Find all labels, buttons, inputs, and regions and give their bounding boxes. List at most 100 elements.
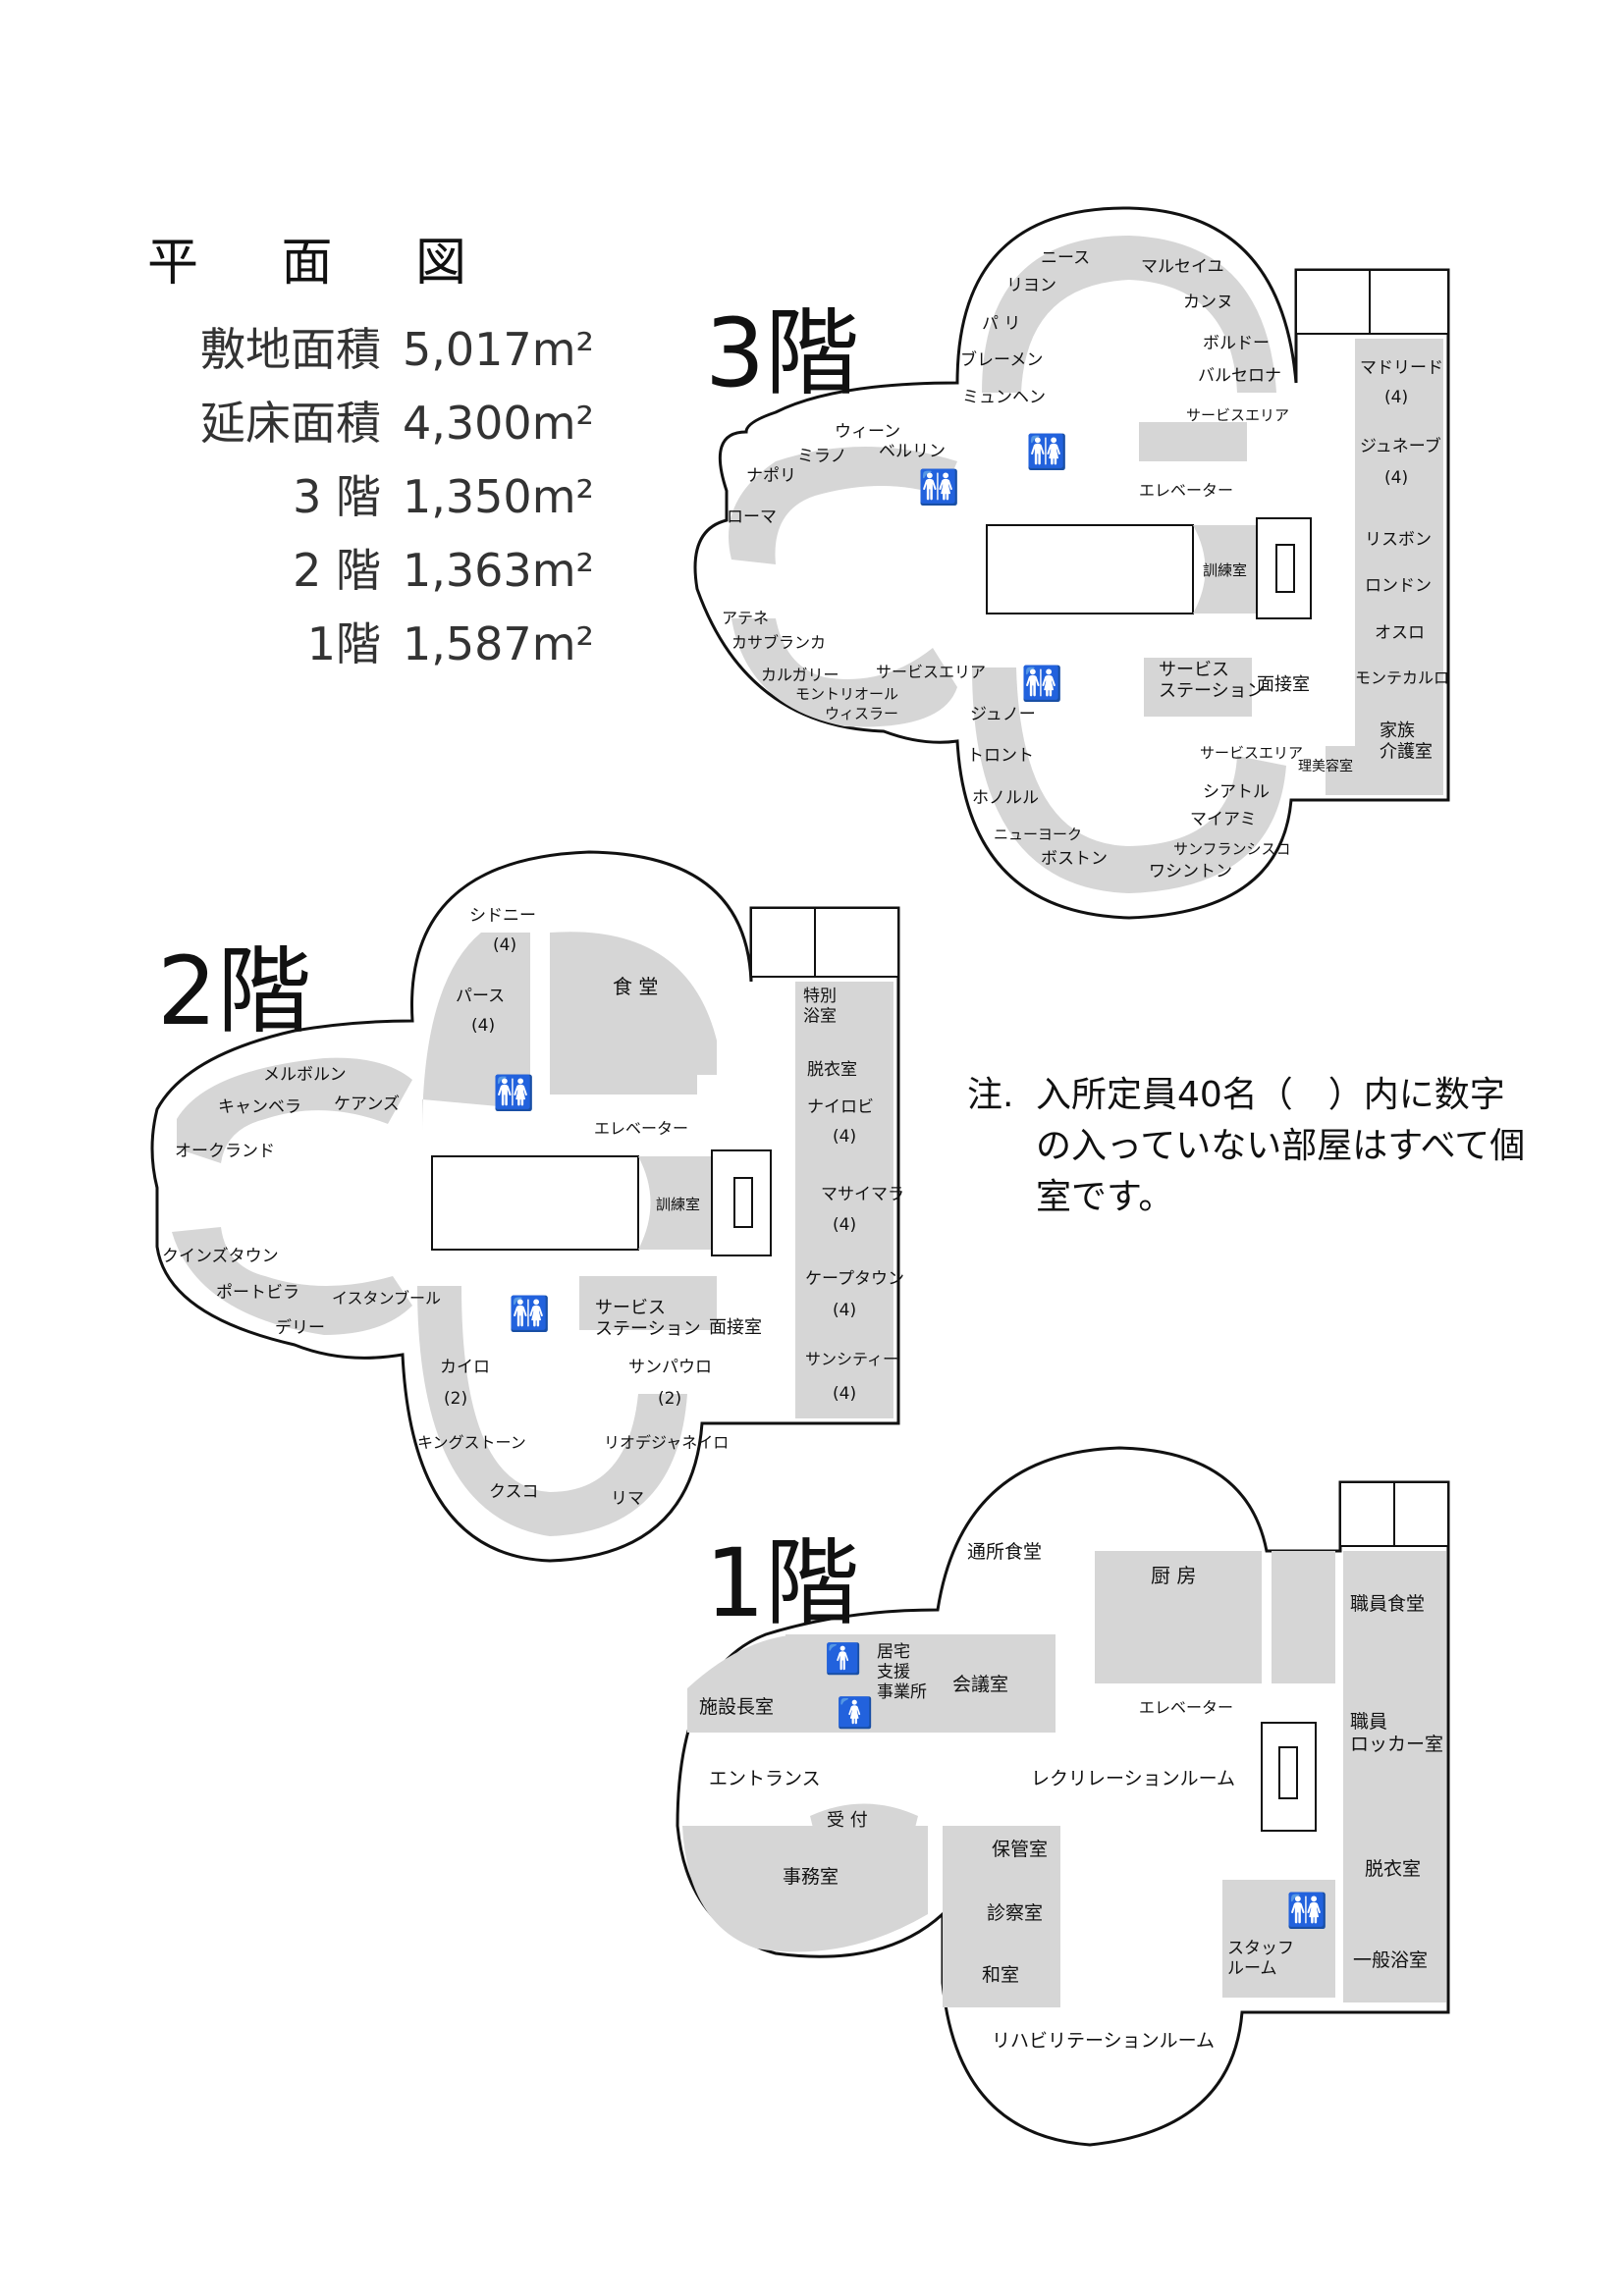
floor2-title: 2階	[157, 936, 312, 1046]
floor2-interview-room: 面接室	[709, 1317, 762, 1338]
room-roma: ローマ	[727, 507, 777, 527]
floor1-rehab-room: リハビリテーションルーム	[992, 2030, 1215, 2052]
room-milan: ミラノ	[797, 447, 847, 466]
area-value: 4,300m²	[403, 397, 594, 450]
room-staff-locker: 職員ロッカー室	[1350, 1711, 1443, 1755]
room-masaimara: マサイマラ	[821, 1185, 904, 1204]
floor2-elevator: エレベーター	[594, 1119, 688, 1138]
floor3-title: 3階	[705, 298, 860, 408]
room-geneva: ジュネーブ	[1360, 436, 1441, 456]
floor2-plan: 🚻 🚻 シドニー (4) パース (4) 食 堂 特別浴室 脱衣室 メルボルン …	[150, 850, 904, 1563]
floor1-entrance: エントランス	[709, 1768, 821, 1789]
room-service-area-right: サービスエリア	[1200, 744, 1303, 762]
floor3-toilet-icon-west: 🚻	[918, 468, 959, 507]
floor3-family-care: 家族介護室	[1380, 721, 1433, 763]
room-calgary: カルガリー	[761, 666, 839, 684]
room-cairns: ケアンズ	[334, 1095, 400, 1114]
room-cannes: カンヌ	[1183, 293, 1233, 312]
room-saopaulo-cap: (2)	[658, 1389, 681, 1409]
room-geneva-cap: (4)	[1384, 468, 1408, 488]
room-nairobi: ナイロビ	[807, 1097, 874, 1117]
floor2-dining: 食 堂	[613, 975, 658, 998]
floor1-reception: 受 付	[827, 1810, 868, 1831]
toilet-icon-male: 🚹	[825, 1641, 861, 1677]
room-kyotaku-support: 居宅支援事業所	[877, 1642, 927, 1702]
room-exam: 診察室	[987, 1902, 1043, 1924]
floor1-toilet-icon: 🚻	[1286, 1892, 1327, 1931]
room-juneau: ジュノー	[970, 705, 1036, 724]
floor1-changing: 脱衣室	[1365, 1858, 1421, 1880]
room-perth: パース	[456, 987, 505, 1006]
toilet-icon-female: 🚺	[837, 1695, 873, 1731]
room-washington: ワシントン	[1149, 862, 1232, 881]
room-portovila: ポートビラ	[216, 1283, 299, 1303]
room-masaimara-cap: (4)	[833, 1215, 856, 1235]
room-japanese: 和室	[982, 1964, 1019, 1986]
room-madrid-cap: (4)	[1384, 388, 1408, 407]
floor3-elevator: エレベーター	[1139, 481, 1233, 500]
area-value: 5,017m²	[403, 323, 594, 376]
room-casablanca: カサブランカ	[731, 633, 826, 652]
room-queenstown: クインズタウン	[162, 1247, 279, 1266]
floor1-kitchen: 厨 房	[1151, 1564, 1196, 1587]
room-suncity-cap: (4)	[833, 1384, 856, 1404]
page-title: 平 面 図	[147, 234, 501, 293]
room-sanfrancisco: サンフランシスコ	[1173, 840, 1291, 858]
floor3-outline	[693, 206, 1450, 920]
floor1-elevator: エレベーター	[1139, 1698, 1233, 1717]
room-staff-dining: 職員食堂	[1350, 1593, 1425, 1615]
area-label: 延床面積	[200, 397, 381, 450]
area-value: 1,350m²	[403, 470, 594, 523]
room-meeting: 会議室	[952, 1674, 1008, 1695]
room-cusco: クスコ	[489, 1482, 539, 1502]
note-text: 入所定員40名（ ）内に数字の入っていない部屋はすべて個室です。	[1036, 1075, 1526, 1217]
room-capetown-cap: (4)	[833, 1301, 856, 1320]
area-value: 1,363m²	[403, 544, 594, 597]
floor2-outline	[150, 850, 900, 1563]
floor1-plan: 🚹 🚺 🚻 通所食堂 厨 房 職員食堂 居宅支援事業所 会議室 施設長室 エレベ…	[676, 1446, 1450, 2147]
room-cairo-cap: (2)	[444, 1389, 467, 1409]
room-toronto: トロント	[967, 746, 1034, 766]
room-berlin: ベルリン	[879, 442, 946, 461]
room-newyork: ニューヨーク	[994, 826, 1082, 843]
room-auckland: オークランド	[175, 1142, 275, 1161]
room-kingston: キングストーン	[417, 1433, 526, 1452]
room-athens: アテネ	[722, 609, 769, 627]
area-row-total: 延床面積 4,300m²	[200, 388, 619, 453]
room-boston: ボストン	[1041, 849, 1108, 869]
floor3-toilet-icon-south: 🚻	[1021, 665, 1062, 704]
room-lima: リマ	[611, 1489, 644, 1509]
note-mark: 注.	[967, 1075, 1014, 1115]
room-melbourne: メルボルン	[263, 1065, 347, 1085]
room-whistler: ウィスラー	[825, 705, 898, 722]
room-seattle: シアトル	[1203, 782, 1270, 802]
room-director: 施設長室	[699, 1696, 774, 1718]
area-label: 3 階	[293, 470, 381, 523]
floor3-toilet-icon-north: 🚻	[1026, 433, 1067, 472]
floor3-training-room: 訓練室	[1203, 561, 1247, 579]
room-sydney: シドニー	[469, 906, 536, 926]
floor3-plan: 🚻 🚻 🚻 ニース マルセイユ リヨン カンヌ パ リ ボルドー ブレーメン バ…	[693, 206, 1450, 920]
room-office: 事務室	[783, 1866, 839, 1888]
room-bremen: ブレーメン	[960, 349, 1043, 370]
room-suncity: サンシティー	[805, 1350, 898, 1368]
room-saopaulo: サンパウロ	[628, 1358, 712, 1377]
room-madrid: マドリード	[1360, 358, 1443, 378]
room-istanbul: イスタンブール	[332, 1289, 441, 1308]
room-sydney-cap: (4)	[493, 935, 516, 955]
room-marseille: マルセイユ	[1141, 257, 1224, 277]
floor1-title: 1階	[705, 1528, 860, 1638]
room-service-area-top: サービスエリア	[1186, 406, 1289, 424]
floor3-interview-room: 面接室	[1257, 674, 1310, 695]
floor2-training-room: 訓練室	[656, 1196, 700, 1213]
room-perth-cap: (4)	[471, 1016, 495, 1036]
room-london: ロンドン	[1365, 576, 1432, 596]
room-nice: ニース	[1041, 248, 1090, 268]
floor3-service-station: サービスステーション	[1159, 660, 1265, 702]
room-montecarlo: モンテカルロ	[1355, 668, 1449, 687]
floor2-changing: 脱衣室	[807, 1060, 857, 1080]
